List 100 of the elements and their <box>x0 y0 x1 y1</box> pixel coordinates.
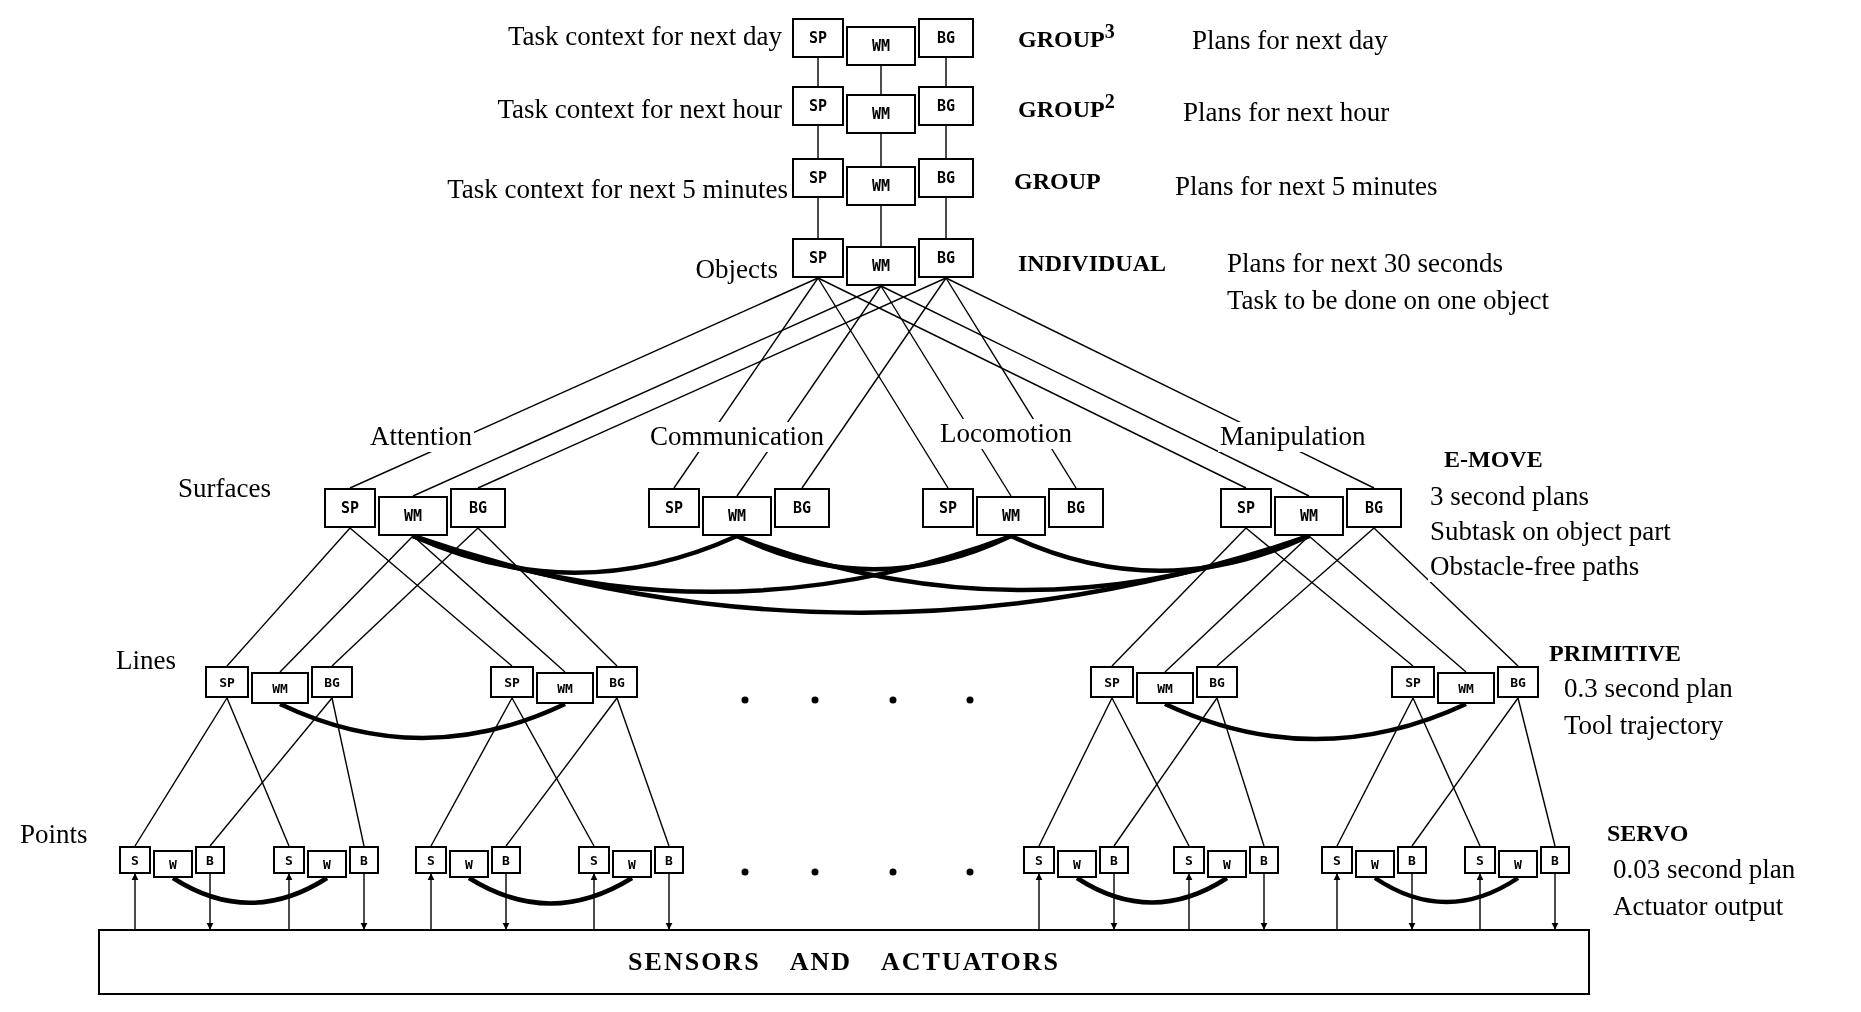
process-box: B <box>349 846 379 874</box>
process-box: BG <box>774 488 830 528</box>
arrow <box>1408 873 1416 930</box>
connector-line <box>477 527 618 667</box>
process-box: WM <box>536 672 594 704</box>
process-box: SP <box>1090 666 1134 698</box>
connector-line <box>1308 535 1467 673</box>
process-box: SP <box>1220 488 1272 528</box>
process-box: S <box>1321 846 1353 874</box>
process-box: W <box>1355 850 1395 878</box>
process-box: W <box>153 850 193 878</box>
connector-line <box>616 697 670 847</box>
process-box: SP <box>792 238 844 278</box>
process-box: SP <box>205 666 249 698</box>
process-box: SP <box>1391 666 1435 698</box>
connector-line <box>945 125 947 159</box>
process-box: BG <box>596 666 638 698</box>
connector-line <box>1412 697 1481 847</box>
process-box: S <box>119 846 151 874</box>
process-box: BG <box>1048 488 1104 528</box>
thick-connector <box>1373 876 1520 905</box>
process-box: W <box>612 850 652 878</box>
connector-line <box>430 697 513 847</box>
process-box: WM <box>976 496 1046 536</box>
module-name: Manipulation <box>1218 422 1368 452</box>
process-box: SP <box>792 158 844 198</box>
connector-line <box>1336 697 1414 847</box>
connector-line <box>1216 527 1375 667</box>
process-box: SP <box>648 488 700 528</box>
arrow <box>502 873 510 930</box>
process-box: W <box>1498 850 1538 878</box>
process-box: WM <box>846 166 916 206</box>
arrow <box>1476 873 1484 930</box>
arrow <box>285 873 293 930</box>
connector-line <box>209 697 333 847</box>
connector-line <box>1111 697 1190 847</box>
process-box: W <box>449 850 489 878</box>
process-box: B <box>1099 846 1129 874</box>
connector-line <box>331 527 479 667</box>
process-box: WM <box>1437 672 1495 704</box>
connector-line <box>331 697 365 847</box>
thick-connector <box>1075 876 1229 905</box>
process-box: B <box>1540 846 1570 874</box>
process-box: BG <box>918 18 974 58</box>
process-box: WM <box>1136 672 1194 704</box>
process-box: B <box>1397 846 1427 874</box>
process-box: BG <box>918 86 974 126</box>
connector-line <box>511 697 595 847</box>
connector-line <box>880 133 882 167</box>
sensors-actuators-box: SENSORS AND ACTUATORS <box>98 929 1590 995</box>
process-box: B <box>491 846 521 874</box>
process-box: B <box>195 846 225 874</box>
arrow <box>1035 873 1043 930</box>
process-box: S <box>1173 846 1205 874</box>
arrow <box>1260 873 1268 930</box>
connector-line <box>1373 527 1519 667</box>
process-box: B <box>1249 846 1279 874</box>
connector-line <box>880 65 882 95</box>
connector-line <box>279 535 414 673</box>
connector-line <box>477 277 947 489</box>
thick-connector <box>467 876 634 906</box>
process-box: BG <box>311 666 353 698</box>
process-box: W <box>307 850 347 878</box>
arrow <box>427 873 435 930</box>
arrow <box>665 873 673 930</box>
process-box: BG <box>1497 666 1539 698</box>
process-box: SP <box>490 666 534 698</box>
process-box: BG <box>1346 488 1402 528</box>
connector-line <box>226 697 290 847</box>
connector-line <box>1216 697 1265 847</box>
process-box: S <box>578 846 610 874</box>
module-name: Communication <box>648 422 826 452</box>
connector-line <box>1517 697 1556 847</box>
arrow <box>1333 873 1341 930</box>
process-box: BG <box>918 158 974 198</box>
arrow <box>360 873 368 930</box>
process-box: W <box>1207 850 1247 878</box>
arrow <box>206 873 214 930</box>
connector-line <box>817 57 819 87</box>
process-box: WM <box>1274 496 1344 536</box>
connector-line <box>1111 527 1247 667</box>
connector-line <box>1411 697 1519 847</box>
process-box: S <box>1023 846 1055 874</box>
connector-line <box>505 697 618 847</box>
process-box: SP <box>324 488 376 528</box>
process-box: WM <box>846 94 916 134</box>
arrow <box>1110 873 1118 930</box>
process-box: SP <box>792 18 844 58</box>
connector-line <box>349 527 513 667</box>
process-box: W <box>1057 850 1097 878</box>
process-box: B <box>654 846 684 874</box>
connector-line <box>412 285 882 497</box>
connector-line <box>945 57 947 87</box>
arrow <box>1185 873 1193 930</box>
process-box: SP <box>922 488 974 528</box>
connector-line <box>1245 527 1414 667</box>
process-box: BG <box>1196 666 1238 698</box>
connector-line <box>1038 697 1113 847</box>
process-box: S <box>1464 846 1496 874</box>
connector-line <box>349 277 819 489</box>
